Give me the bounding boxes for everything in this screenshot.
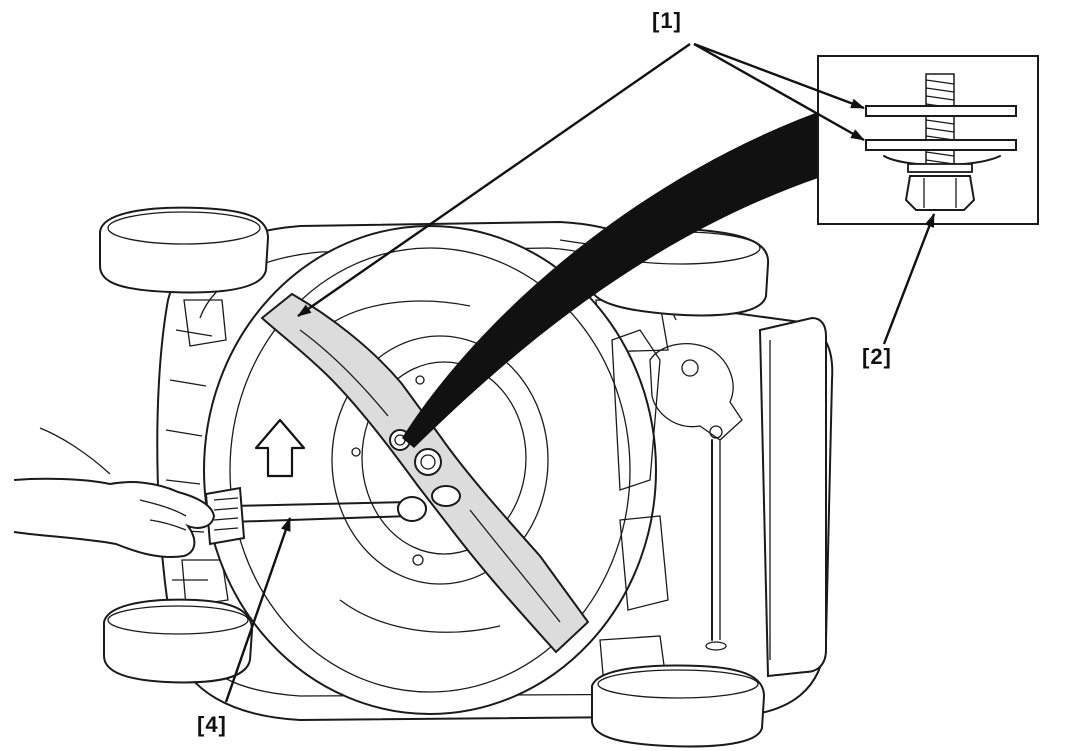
handle-bracket <box>758 316 827 678</box>
callout-4: [4] <box>197 712 227 737</box>
torque-wrench <box>204 486 427 546</box>
wheel-rear-left <box>99 206 270 294</box>
detail-inset <box>817 55 1039 225</box>
detail-magnification-band <box>402 112 818 448</box>
callout-1: [1] <box>652 8 682 33</box>
wheel-front-right <box>591 664 766 748</box>
engine-linkage <box>611 329 743 651</box>
callout-2: [2] <box>862 344 892 369</box>
arrow-up-outline-icon <box>254 418 306 478</box>
hand <box>13 477 216 559</box>
wheel-front-left <box>103 598 254 684</box>
leader-lines <box>224 42 936 703</box>
